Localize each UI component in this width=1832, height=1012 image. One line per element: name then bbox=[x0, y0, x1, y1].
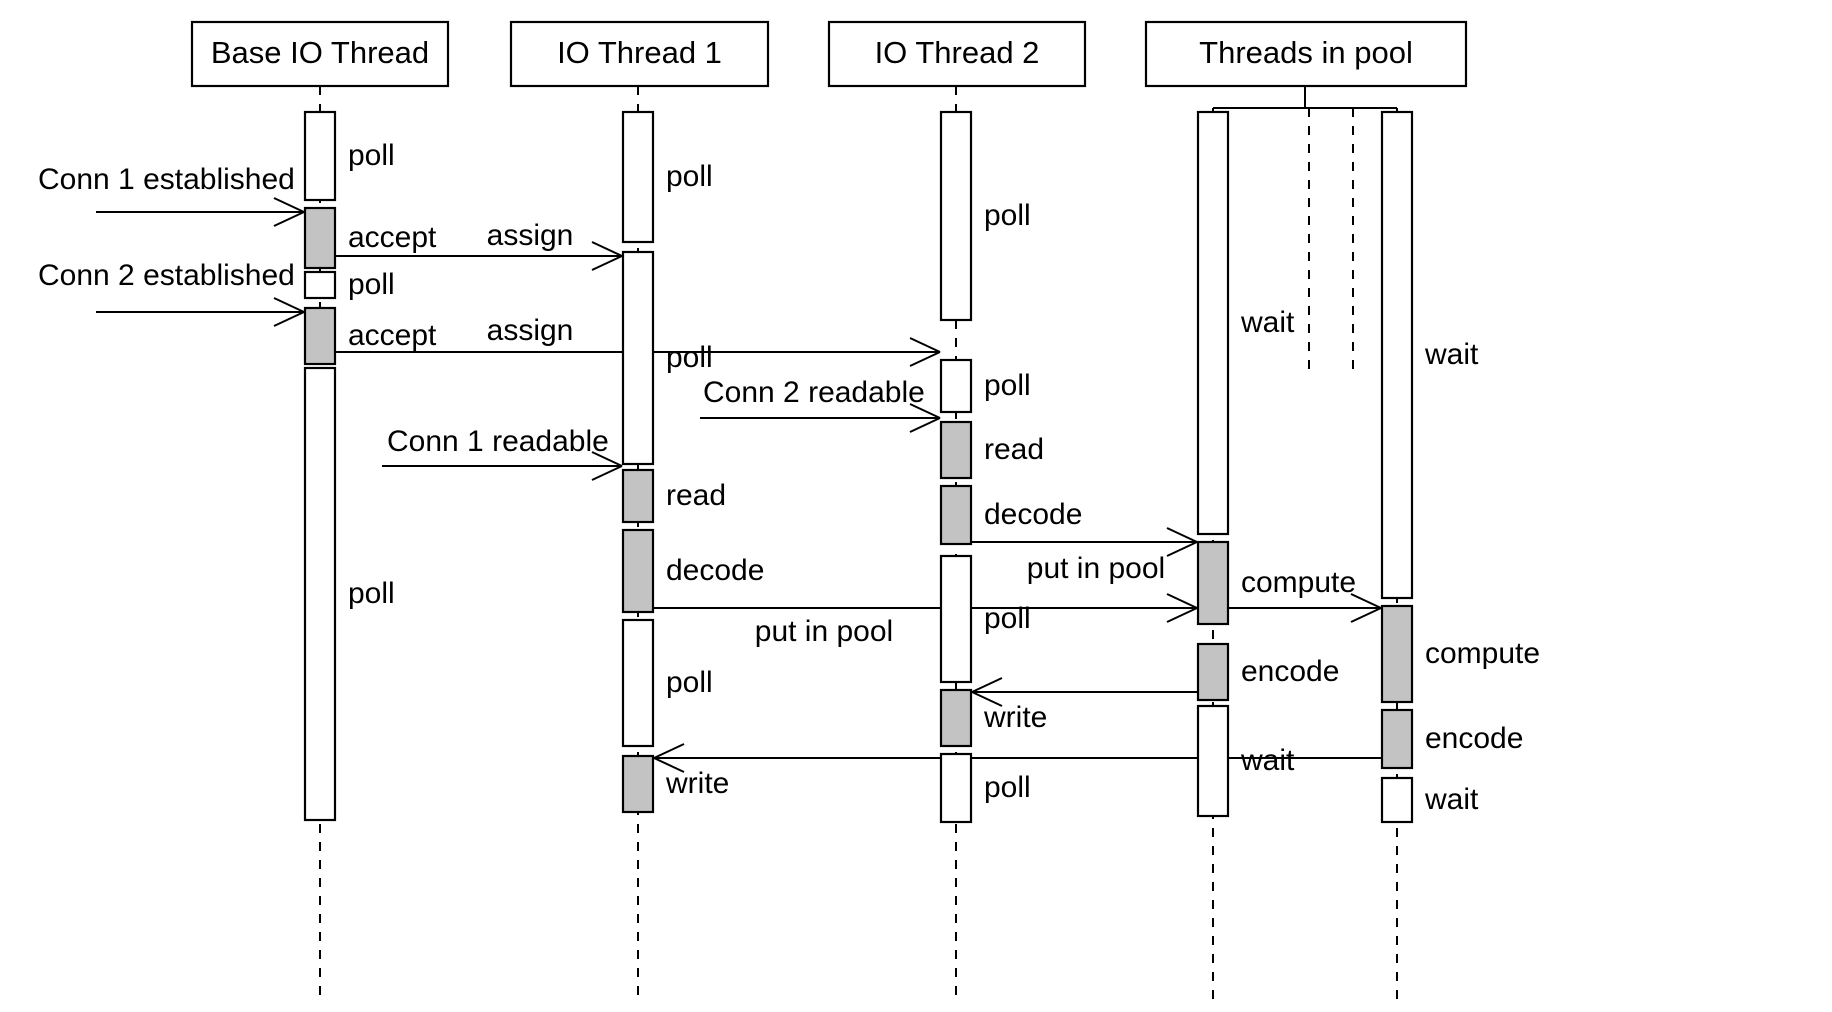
lifeline-head-io2[interactable]: IO Thread 2 bbox=[827, 20, 1087, 88]
lifelines-layer bbox=[319, 86, 1398, 1000]
activation-label: read bbox=[666, 479, 726, 512]
activation-base-poll-2[interactable]: poll bbox=[303, 268, 395, 301]
activation-base-accept-2[interactable]: accept bbox=[303, 306, 437, 366]
message-writeret1[interactable] bbox=[653, 743, 1381, 773]
activation-label: poll bbox=[348, 268, 395, 301]
activation-label: decode bbox=[984, 498, 1082, 531]
activation-label: read bbox=[984, 433, 1044, 466]
message-label: put in pool bbox=[755, 615, 893, 648]
activation-io1-poll-1[interactable]: poll bbox=[621, 110, 713, 244]
message-conn1read[interactable]: Conn 1 readable bbox=[382, 425, 623, 481]
activation-base-poll-3[interactable]: poll bbox=[303, 366, 395, 822]
message-conn2[interactable]: Conn 2 established bbox=[38, 259, 305, 327]
activation-label: poll bbox=[984, 771, 1031, 804]
activations-layer: poll accept poll accept poll poll poll read deco… bbox=[303, 110, 1540, 824]
activation-label: accept bbox=[348, 221, 437, 254]
activation-w1-wait-1[interactable]: wait bbox=[1196, 110, 1295, 536]
activation-io2-poll-1[interactable]: poll bbox=[939, 110, 1031, 322]
activation-label: poll bbox=[666, 160, 713, 193]
lifeline-head-label: IO Thread 1 bbox=[557, 35, 722, 70]
activation-label: poll bbox=[984, 199, 1031, 232]
activation-w1-wait-2[interactable]: wait bbox=[1196, 704, 1295, 818]
activation-io2-poll-4[interactable]: poll bbox=[939, 752, 1031, 824]
message-label: Conn 2 established bbox=[38, 259, 295, 292]
activation-label: decode bbox=[666, 554, 764, 587]
activation-base-poll-1[interactable]: poll bbox=[303, 110, 395, 202]
activation-label: wait bbox=[1240, 744, 1295, 777]
lifeline-head-pool[interactable]: Threads in pool bbox=[1144, 20, 1468, 88]
activation-io2-poll-3[interactable]: poll bbox=[939, 554, 1031, 684]
activation-io2-write[interactable]: write bbox=[939, 688, 1047, 748]
activation-io1-decode[interactable]: decode bbox=[621, 528, 764, 614]
activation-w1-encode[interactable]: encode bbox=[1196, 642, 1339, 702]
message-label: assign bbox=[487, 219, 574, 252]
activation-base-accept-1[interactable]: accept bbox=[303, 206, 437, 270]
activation-w4-wait-2[interactable]: wait bbox=[1380, 776, 1479, 824]
activation-label: poll bbox=[348, 139, 395, 172]
activation-w4-encode[interactable]: encode bbox=[1380, 708, 1523, 770]
activation-label: poll bbox=[666, 666, 713, 699]
message-label: assign bbox=[487, 314, 574, 347]
message-conn2read[interactable]: Conn 2 readable bbox=[700, 376, 941, 433]
activation-io2-poll-2[interactable]: poll bbox=[939, 358, 1031, 414]
message-writeret2[interactable] bbox=[971, 677, 1197, 707]
activation-label: write bbox=[665, 767, 729, 800]
message-putpool1[interactable]: put in pool bbox=[652, 593, 1198, 648]
activation-w4-wait-1[interactable]: wait bbox=[1380, 110, 1479, 600]
activation-io2-decode[interactable]: decode bbox=[939, 484, 1082, 546]
activation-io1-poll-3[interactable]: poll bbox=[621, 618, 713, 748]
activation-label: accept bbox=[348, 319, 437, 352]
lifeline-head-label: IO Thread 2 bbox=[875, 35, 1040, 70]
lifeline-head-label: Threads in pool bbox=[1199, 35, 1413, 70]
activation-label: wait bbox=[1424, 783, 1479, 816]
message-conn1[interactable]: Conn 1 established bbox=[38, 163, 305, 227]
message-label: Conn 1 established bbox=[38, 163, 295, 196]
activation-io1-write[interactable]: write bbox=[621, 754, 729, 814]
message-assign1[interactable]: assign bbox=[336, 219, 623, 271]
lifeline-head-label: Base IO Thread bbox=[211, 35, 429, 70]
activation-io1-read[interactable]: read bbox=[621, 468, 726, 524]
activation-label: compute bbox=[1425, 637, 1540, 670]
message-putpool2[interactable]: put in pool bbox=[970, 527, 1198, 585]
activation-label: wait bbox=[1240, 306, 1295, 339]
message-label: put in pool bbox=[1027, 552, 1165, 585]
activation-label: poll bbox=[984, 602, 1031, 635]
activation-label: write bbox=[983, 701, 1047, 734]
activation-label: encode bbox=[1241, 655, 1339, 688]
activation-label: encode bbox=[1425, 722, 1523, 755]
activation-w1-compute[interactable]: compute bbox=[1196, 540, 1356, 626]
message-handoff[interactable] bbox=[1229, 593, 1382, 623]
activation-label: compute bbox=[1241, 566, 1356, 599]
activation-label: poll bbox=[348, 577, 395, 610]
lifeline-head-base[interactable]: Base IO Thread bbox=[190, 20, 450, 88]
activation-w4-compute[interactable]: compute bbox=[1380, 604, 1540, 704]
activation-label: poll bbox=[984, 369, 1031, 402]
message-label: Conn 2 readable bbox=[703, 376, 925, 409]
activation-io2-read[interactable]: read bbox=[939, 420, 1044, 480]
lifeline-head-io1[interactable]: IO Thread 1 bbox=[509, 20, 770, 88]
activation-label: wait bbox=[1424, 338, 1479, 371]
message-label: Conn 1 readable bbox=[387, 425, 609, 458]
lifeline-heads-layer: Base IO Thread IO Thread 1 IO Thread 2 Thre… bbox=[190, 20, 1468, 88]
activation-io1-poll-2[interactable]: poll bbox=[621, 250, 713, 466]
activation-label: poll bbox=[666, 341, 713, 374]
